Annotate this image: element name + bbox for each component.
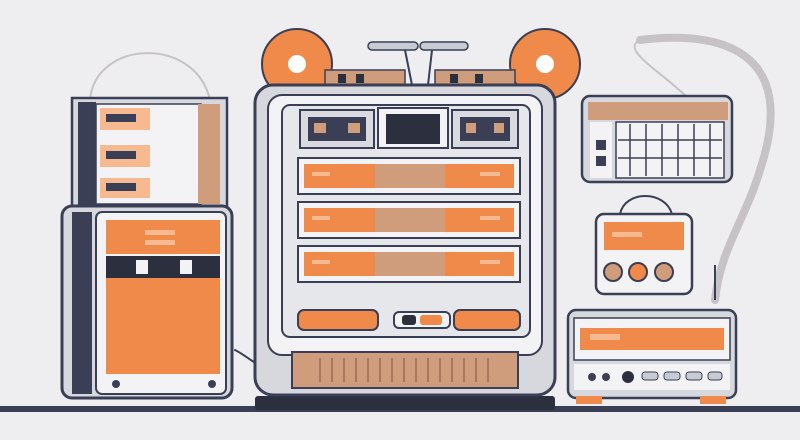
- drive-bay-2: [297, 201, 521, 239]
- server-rack-illustration: [253, 83, 557, 397]
- antenna-icon: [367, 41, 469, 86]
- floor: [0, 396, 800, 412]
- tower-cabinet-illustration: [60, 96, 234, 400]
- dial-unit-illustration: [594, 195, 694, 296]
- radio-device-illustration: [580, 94, 734, 184]
- drive-bay-1: [297, 157, 521, 195]
- drive-bay-3: [297, 245, 521, 283]
- console-unit-illustration: [566, 265, 738, 404]
